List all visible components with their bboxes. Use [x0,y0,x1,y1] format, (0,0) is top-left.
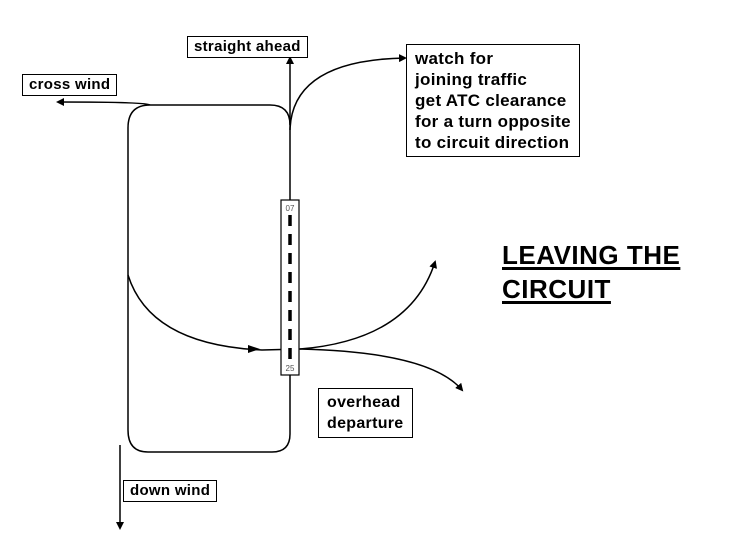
opposite-turn-arrow [289,54,407,131]
crossing-arrow-marker [248,345,260,353]
circuit-pattern [127,104,291,453]
title-line-2: CIRCUIT [502,274,611,304]
runway-designator-top: 07 [286,204,295,213]
title-line-1: LEAVING THE [502,240,681,270]
cross-wind-label: cross wind [22,74,118,96]
page-title: LEAVING THE CIRCUIT [502,238,680,306]
overhead-down-right-arrow [299,348,464,392]
overhead-departure-line-1: overhead [327,394,401,411]
caution-note-line-1: watch for [415,49,494,68]
straight-ahead-label: straight ahead [187,36,308,58]
caution-note-line-4: for a turn opposite [415,112,571,131]
overhead-departure-line-2: departure [327,415,404,432]
down-wind-label: down wind [123,480,218,502]
caution-note-line-5: to circuit direction [415,133,570,152]
caution-note-line-2: joining traffic [415,70,528,89]
runway: 07 25 [280,199,300,376]
runway-designator-bottom: 25 [286,364,295,373]
overhead-up-right-arrow [299,260,437,350]
overhead-departure-label: overhead departure [318,388,413,438]
cross-wind-arrow [56,98,151,107]
caution-note: watch for joining traffic get ATC cleara… [406,44,580,157]
overhead-crossing-path [127,274,301,351]
caution-note-line-3: get ATC clearance [415,91,567,110]
